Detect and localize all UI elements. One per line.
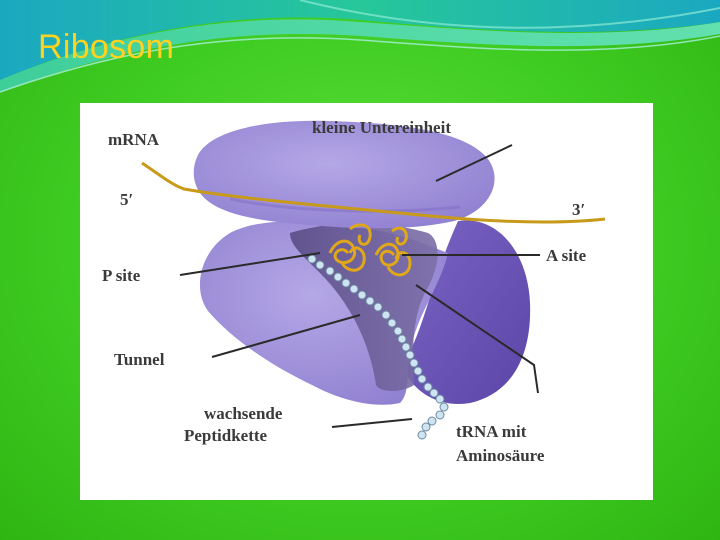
- peptide-bead: [393, 326, 403, 336]
- peptide-bead: [315, 260, 325, 270]
- label-five-prime: 5′: [120, 190, 133, 209]
- leader-peptide: [331, 418, 413, 428]
- peptide-bead: [417, 374, 427, 384]
- ribosome-diagram: mRNA kleine Untereinheit 5′ 3′ P site A …: [102, 118, 606, 465]
- peptide-bead: [405, 350, 415, 360]
- peptide-bead: [387, 318, 397, 328]
- peptide-bead: [373, 302, 383, 312]
- label-peptide-line1: wachsende: [204, 404, 283, 423]
- label-three-prime: 3′: [572, 200, 585, 219]
- peptide-bead: [435, 410, 445, 420]
- peptide-bead: [325, 266, 335, 276]
- peptide-bead: [421, 422, 431, 432]
- label-trna-line1: tRNA mit: [456, 422, 527, 441]
- peptide-bead: [401, 342, 411, 352]
- leader-small-subunit: [435, 144, 513, 182]
- peptide-bead: [409, 358, 419, 368]
- label-p-site: P site: [102, 266, 141, 285]
- peptide-bead: [427, 416, 437, 426]
- peptide-bead: [435, 394, 445, 404]
- label-a-site: A site: [546, 246, 587, 265]
- label-tunnel: Tunnel: [114, 350, 165, 369]
- leader-tunnel: [211, 314, 361, 358]
- peptide-bead: [423, 382, 433, 392]
- peptide-bead: [341, 278, 351, 288]
- peptide-bead: [333, 272, 343, 282]
- peptide-chain: [307, 254, 449, 440]
- ribosome-figure: mRNA kleine Untereinheit 5′ 3′ P site A …: [80, 103, 653, 500]
- label-small-subunit: kleine Untereinheit: [312, 118, 451, 137]
- leader-trna: [415, 284, 539, 394]
- label-trna-line2: Aminosäure: [456, 446, 545, 465]
- slide-title: Ribosom: [38, 28, 175, 66]
- peptide-bead: [413, 366, 423, 376]
- leader-p-site: [179, 252, 321, 276]
- peptide-bead: [439, 402, 449, 412]
- label-peptide-line2: Peptidkette: [184, 426, 268, 445]
- peptide-bead: [429, 388, 439, 398]
- peptide-bead: [349, 284, 359, 294]
- large-subunit-right-lobe: [402, 220, 531, 404]
- peptide-bead: [397, 334, 407, 344]
- peptide-bead: [357, 290, 367, 300]
- mrna-strand: [141, 161, 606, 224]
- trna-p-site: [328, 223, 372, 272]
- peptide-bead: [381, 310, 391, 320]
- trna-a-site: [374, 226, 412, 277]
- label-mrna: mRNA: [108, 130, 160, 149]
- exit-tunnel: [290, 223, 438, 391]
- peptide-bead: [417, 430, 427, 440]
- peptide-bead: [365, 296, 375, 306]
- peptide-bead: [307, 254, 317, 264]
